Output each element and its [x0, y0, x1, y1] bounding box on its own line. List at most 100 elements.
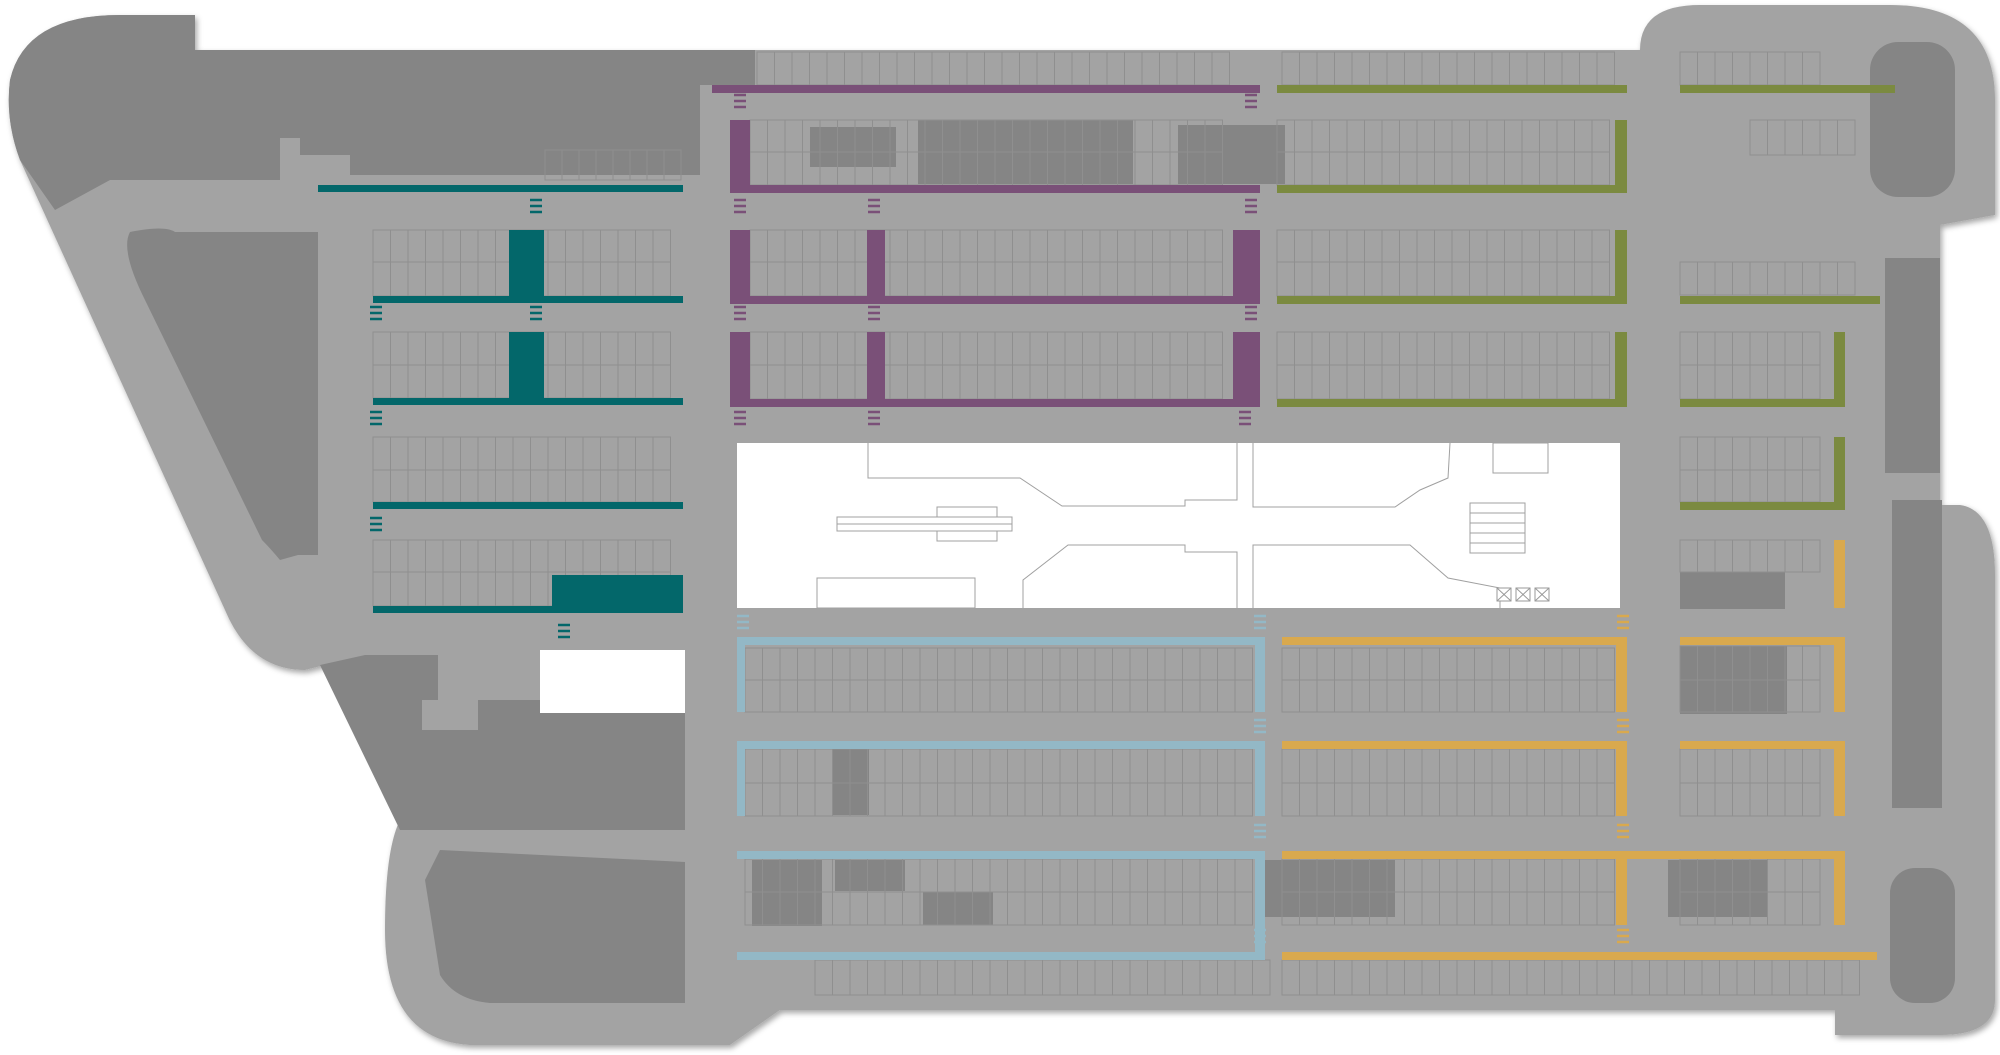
gold-walkway-1: [1282, 637, 1627, 645]
purple-walkway-2: [730, 185, 1260, 193]
olive-post-2: [1615, 230, 1627, 304]
pedestrian-crossing: [737, 614, 749, 630]
pedestrian-crossing: [734, 93, 746, 109]
parking-stall: [1596, 891, 1615, 926]
purple-post-east-2: [1233, 332, 1260, 407]
block-purple-1: [810, 127, 896, 167]
gold-walkway-4: [1282, 952, 1877, 960]
blue-post-east-1: [1255, 637, 1265, 712]
stall-row: [1749, 119, 1856, 156]
block-northeast: [1870, 42, 1955, 197]
olive-post-1: [1615, 120, 1627, 192]
olive-post-east-2: [1834, 437, 1845, 510]
white-pad-west: [540, 650, 685, 713]
block-southwest-lower: [425, 850, 685, 1003]
stairs-1: [1469, 502, 1526, 514]
zone-olive: [1277, 85, 1895, 510]
store-north-3: [1492, 442, 1549, 474]
block-blue-1: [833, 749, 869, 815]
pedestrian-crossing: [734, 198, 746, 214]
pedestrian-crossing: [1254, 614, 1266, 630]
mall-corridor-bench-2: [836, 523, 1013, 532]
block-blue-3: [835, 860, 905, 891]
mall-corridor-bench-4: [936, 530, 998, 542]
stall-row: [744, 782, 1253, 817]
purple-post-west-3: [730, 332, 750, 407]
olive-walkway-4: [1277, 399, 1627, 407]
stall-row: [544, 149, 682, 181]
dark-blocks: [8, 15, 1955, 1003]
building-interior: [816, 442, 1549, 609]
pedestrian-crossing: [1617, 823, 1629, 839]
pedestrian-crossing: [370, 516, 382, 532]
gold-walkway-3: [1282, 851, 1845, 859]
mall-corridor-bench-3: [936, 506, 998, 518]
close-icon: [1515, 587, 1531, 602]
purple-walkway-3: [730, 296, 1260, 304]
blue-post-west-2: [737, 741, 745, 816]
gold-post-east-2: [1834, 637, 1845, 712]
pedestrian-crossing: [734, 410, 746, 426]
pedestrian-crossing: [1254, 718, 1266, 734]
stall-row: [1679, 782, 1821, 817]
pedestrian-crossing: [868, 198, 880, 214]
blue-walkway-3: [737, 851, 1265, 859]
olive-walkway-east-3: [1680, 399, 1845, 407]
parking-stall: [1802, 782, 1821, 817]
pedestrian-crossing: [868, 305, 880, 321]
gold-post-2: [1616, 741, 1627, 816]
parking-stall: [1234, 679, 1253, 713]
olive-walkway-2: [1277, 185, 1627, 193]
pedestrian-crossing: [1617, 718, 1629, 734]
gold-walkway-east-1: [1680, 637, 1845, 645]
purple-post-west-2: [730, 230, 750, 304]
parking-stall: [1802, 539, 1821, 573]
block-east-row-4: [1680, 572, 1785, 609]
pedestrian-crossing: [1245, 305, 1257, 321]
parking-stall: [1837, 261, 1856, 296]
teal-walkway-5: [373, 606, 683, 613]
olive-walkway-east-1: [1680, 85, 1895, 93]
gold-post-3: [1616, 851, 1627, 925]
store-north-1: [867, 443, 1238, 507]
stall-row: [1679, 539, 1821, 573]
building-entrances: [1496, 587, 1550, 602]
pedestrian-crossing: [1245, 93, 1257, 109]
pedestrian-crossings: [370, 93, 1629, 944]
teal-walkway-1: [318, 185, 683, 192]
teal-connector-2: [509, 332, 544, 398]
purple-walkway-1: [712, 85, 1260, 93]
blue-walkway-1: [737, 637, 1265, 645]
blue-post-east-2: [1255, 741, 1265, 816]
block-blue-2: [752, 860, 822, 926]
gold-walkway-2: [1282, 741, 1627, 749]
parking-stall: [1802, 679, 1821, 713]
pedestrian-crossing: [370, 305, 382, 321]
gold-walkway-east-2: [1680, 741, 1845, 749]
stall-row: [1281, 782, 1615, 817]
pedestrian-crossing: [1617, 928, 1629, 944]
pedestrian-crossing: [370, 410, 382, 426]
teal-walkway-3: [373, 398, 683, 405]
purple-post-west-1: [730, 120, 750, 192]
olive-post-east-1: [1834, 332, 1845, 407]
gold-post-1: [1616, 637, 1627, 712]
blue-post-west-1: [737, 637, 745, 712]
parking-stall: [1596, 782, 1615, 817]
blue-post-east-3: [1255, 851, 1265, 960]
stall-row: [1679, 891, 1821, 926]
pedestrian-crossing: [530, 198, 542, 214]
block-gold-1: [1265, 860, 1395, 917]
zone-lightblue: [737, 637, 1265, 960]
zone-gold: [1282, 540, 1877, 960]
olive-walkway-3: [1277, 296, 1627, 304]
gold-post-east-4: [1834, 851, 1845, 925]
purple-post-mid-2: [867, 332, 885, 407]
store-south-2: [1022, 544, 1238, 608]
block-southeast: [1890, 868, 1955, 1003]
store-north-2: [1252, 442, 1451, 508]
central-building: [737, 442, 1620, 609]
parking-stall: [1234, 891, 1253, 926]
zone-teal: [318, 185, 683, 613]
